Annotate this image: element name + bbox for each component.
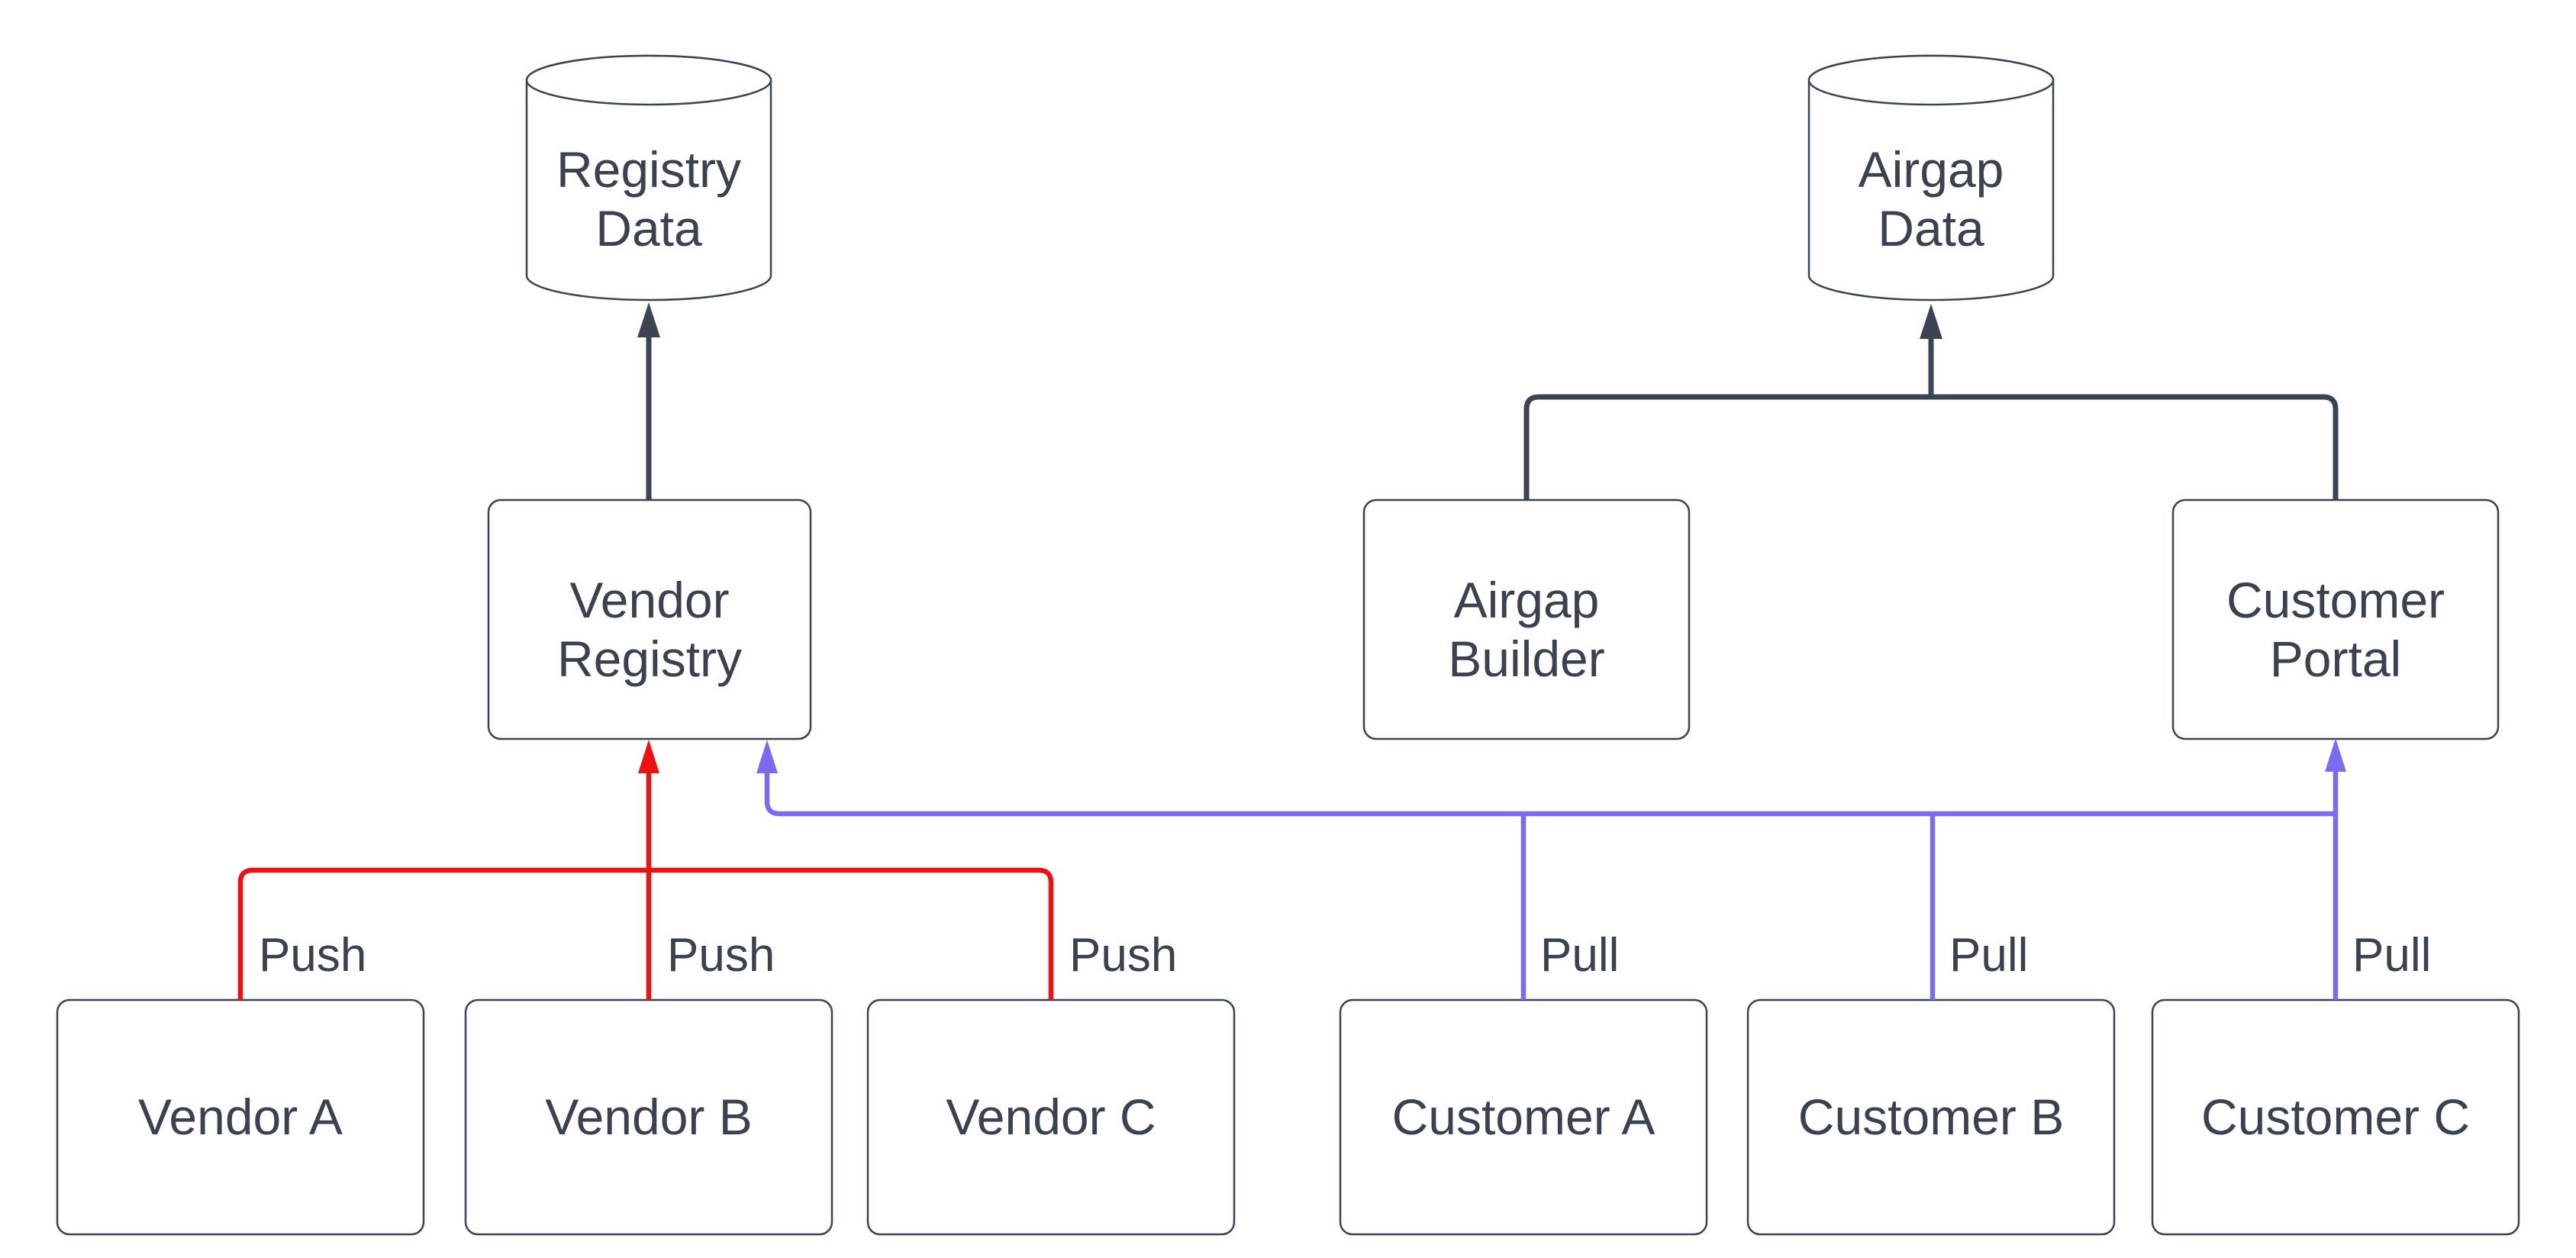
customer-a-node: Customer A (1339, 998, 1708, 1236)
pull-label-customer-c: Pull (2352, 929, 2431, 982)
edge-customers-pull: Pull Pull Pull (756, 738, 2431, 1000)
customer-portal-label-line2: Portal (2270, 631, 2401, 687)
push-bar-line (237, 867, 1054, 1000)
airgap-builder-label-line1: Airgap (1454, 572, 1600, 628)
vendor-a-node: Vendor A (56, 998, 425, 1236)
airgap-data-label-line1: Airgap (1859, 141, 2004, 198)
customer-portal-label-line1: Customer (2226, 572, 2445, 628)
edge-line (1523, 394, 2339, 500)
registry-data-cylinder: Registry Data (525, 54, 772, 302)
arrowhead-up-icon (2325, 738, 2346, 772)
arrowhead-up-icon (638, 740, 659, 773)
push-label-vendor-a: Push (259, 929, 366, 982)
vendor-registry-node: Vendor Registry (487, 498, 812, 740)
customer-b-node: Customer B (1746, 998, 2116, 1236)
pull-main-line (764, 771, 2336, 817)
customer-portal-node: Customer Portal (2171, 498, 2500, 740)
vendor-registry-label-line1: Vendor (569, 572, 729, 628)
arrowhead-up-icon (756, 740, 778, 773)
push-label-vendor-b: Push (667, 929, 775, 982)
customer-c-label: Customer C (2201, 1089, 2470, 1145)
customer-c-node: Customer C (2151, 998, 2520, 1236)
airgap-builder-label-line2: Builder (1448, 631, 1604, 687)
registry-data-label-line2: Data (595, 200, 702, 256)
vendor-registry-label-line2: Registry (557, 631, 742, 687)
edge-builders-to-airgap-data (1523, 304, 2339, 500)
customer-a-label: Customer A (1392, 1089, 1656, 1145)
cylinder-top (525, 54, 772, 106)
edge-vendor-registry-to-registry-data (637, 302, 660, 500)
arrowhead-up-icon (637, 302, 660, 337)
vendor-c-label: Vendor C (946, 1089, 1156, 1145)
edge-vendors-push: Push Push Push (237, 740, 1177, 1000)
airgap-builder-node: Airgap Builder (1362, 498, 1691, 740)
vendor-b-node: Vendor B (464, 998, 833, 1236)
vendor-a-label: Vendor A (138, 1089, 343, 1145)
vendor-c-node: Vendor C (866, 998, 1236, 1236)
registry-data-label-line1: Registry (556, 141, 741, 198)
cylinder-top (1807, 54, 2055, 106)
pull-label-customer-b: Pull (1949, 929, 2028, 982)
push-label-vendor-c: Push (1069, 929, 1177, 982)
airgap-data-cylinder: Airgap Data (1807, 54, 2055, 302)
airgap-data-label-line2: Data (1878, 200, 1984, 256)
vendor-b-label: Vendor B (545, 1089, 753, 1145)
customer-b-label: Customer B (1798, 1089, 2064, 1145)
pull-label-customer-a: Pull (1540, 929, 1619, 982)
arrowhead-up-icon (1920, 304, 1942, 339)
